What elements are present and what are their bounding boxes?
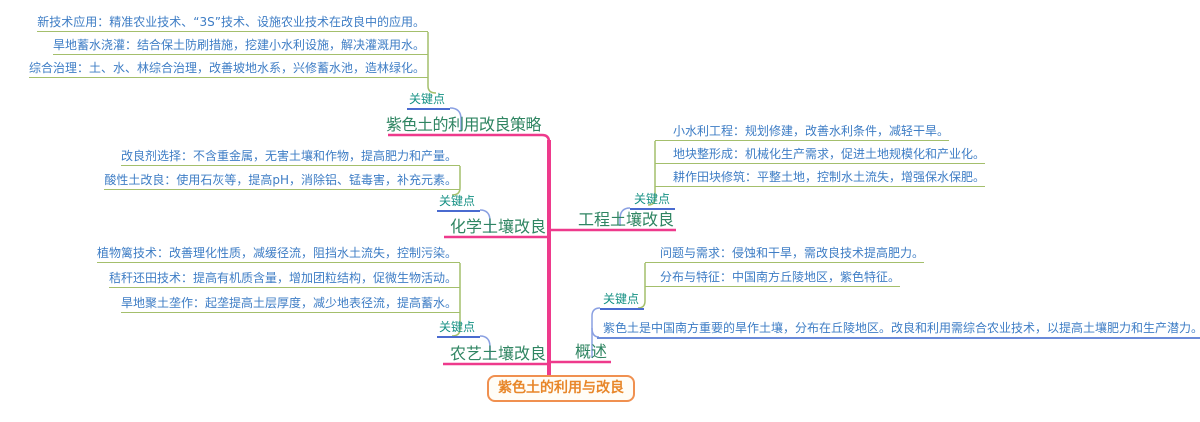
strategy-leaves-bracket xyxy=(427,32,437,94)
leaf-strategy-comprehensive[interactable]: 综合治理：土、水、林综合治理，改善坡地水系，兴修蓄水池，造林绿化。 xyxy=(28,61,428,78)
leaf-agronomic-straw-return[interactable]: 秸秆还田技术：提高有机质含量，增加团粒结构，促微生物活动。 xyxy=(108,271,460,288)
overview-leaves-bracket xyxy=(637,263,646,309)
keypoint-chemical[interactable]: 关键点 xyxy=(437,194,481,212)
branch-title-agronomic[interactable]: 农艺土壤改良 xyxy=(450,344,547,363)
leaf-chemical-acid-soil[interactable]: 酸性土改良：使用石灰等，提高pH，消除铝、锰毒害，补充元素。 xyxy=(104,173,460,190)
leaf-engineering-water-works[interactable]: 小水利工程：规划修建，改善水利条件，减轻干旱。 xyxy=(655,124,950,141)
chemical-leaves-bracket xyxy=(451,166,461,196)
keypoint-agronomic[interactable]: 关键点 xyxy=(437,320,481,338)
branch-title-engineering[interactable]: 工程土壤改良 xyxy=(578,210,675,229)
overview-keypoint-elbow xyxy=(591,307,601,358)
agronomic-leaves-bracket xyxy=(451,263,461,337)
keypoint-strategy[interactable]: 关键点 xyxy=(407,92,451,110)
overview-summary-elbow xyxy=(591,327,600,338)
strategy-underline xyxy=(388,133,551,143)
leaf-agronomic-hedgerow[interactable]: 植物篱技术：改善理化性质，减缓径流，阻挡水土流失，控制污染。 xyxy=(96,246,460,263)
keypoint-engineering[interactable]: 关键点 xyxy=(630,192,676,210)
chemical-keypoint-elbow xyxy=(479,209,491,233)
leaf-strategy-water-storage[interactable]: 旱地蓄水浇灌：结合保土防刷措施，挖建小水利设施，解决灌溉用水。 xyxy=(52,38,428,55)
leaf-agronomic-ridge-tillage[interactable]: 旱地聚土垄作：起垄提高土层厚度，减少地表径流，提高蓄水。 xyxy=(120,296,460,313)
leaf-overview-problems-needs[interactable]: 问题与需求：侵蚀和干旱，需改良技术提高肥力。 xyxy=(645,246,925,263)
engineering-keypoint-elbow xyxy=(619,207,631,226)
branch-title-strategy[interactable]: 紫色土的利用改良策略 xyxy=(386,115,542,134)
leaf-strategy-new-tech[interactable]: 新技术应用：精准农业技术、“3S”技术、设施农业技术在改良中的应用。 xyxy=(37,15,428,32)
overview-summary-text[interactable]: 紫色土是中国南方重要的旱作土壤，分布在丘陵地区。改良和利用需综合农业技术，以提高… xyxy=(597,321,1200,339)
leaf-engineering-plot-shaping[interactable]: 地块整形成：机械化生产需求，促进土地规模化和产业化。 xyxy=(655,147,986,164)
engineering-leaves-bracket xyxy=(647,141,656,206)
branch-title-overview[interactable]: 概述 xyxy=(575,342,608,361)
branch-title-chemical[interactable]: 化学土壤改良 xyxy=(450,217,547,236)
root-node[interactable]: 紫色土的利用与改良 xyxy=(487,375,635,402)
keypoint-overview[interactable]: 关键点 xyxy=(600,292,645,310)
leaf-overview-distribution[interactable]: 分布与特征：中国南方丘陵地区，紫色特征。 xyxy=(645,270,901,287)
leaf-chemical-amendment-choice[interactable]: 改良剂选择：不含重金属，无害土壤和作物，提高肥力和产量。 xyxy=(120,149,460,166)
leaf-engineering-field-building[interactable]: 耕作田块修筑：平整土地，控制水土流失，增强保水保肥。 xyxy=(655,170,986,187)
agronomic-keypoint-elbow xyxy=(479,335,491,360)
strategy-keypoint-elbow xyxy=(449,107,462,131)
